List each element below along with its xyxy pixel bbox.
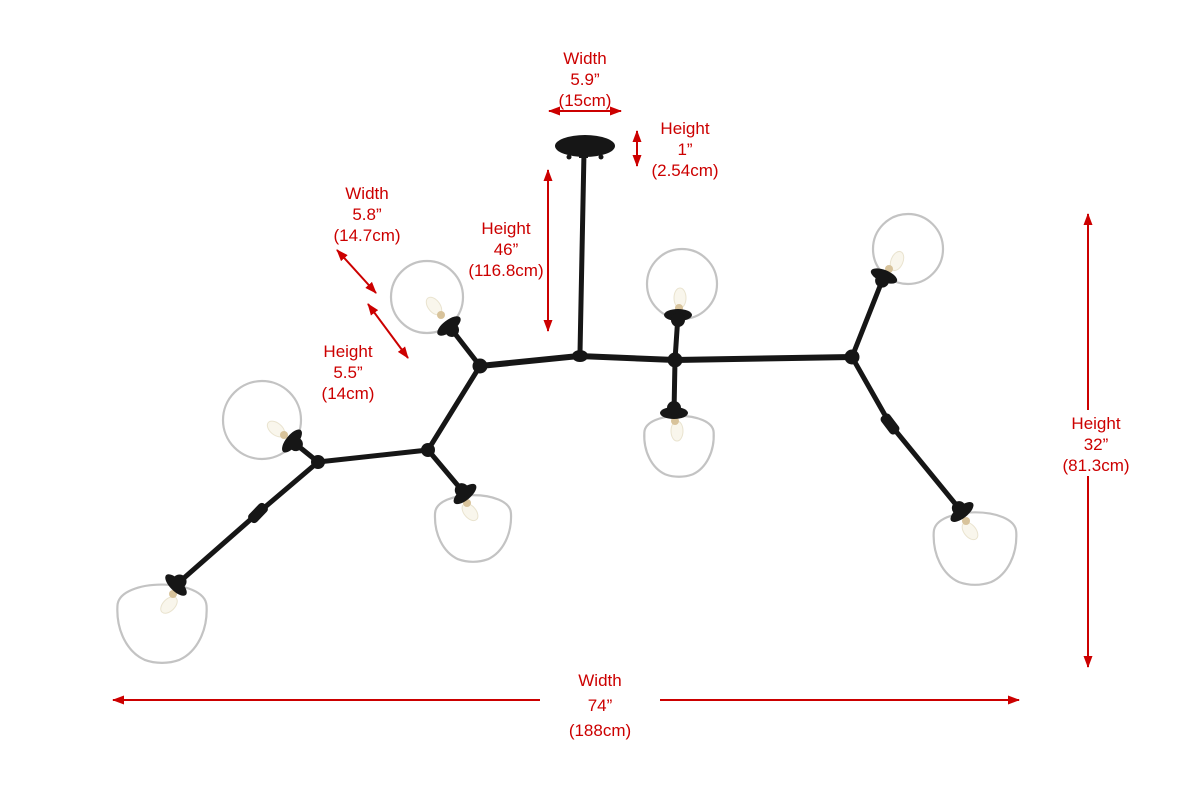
arm-joint (667, 352, 683, 368)
fixture-width-value-cm: (188cm) (569, 721, 631, 740)
canopy-screw (598, 154, 604, 160)
glass-globe (644, 416, 713, 477)
bulb-socket (870, 268, 898, 288)
globe-width-arrow (336, 249, 377, 294)
arm-coupler (880, 413, 900, 435)
dim-fixture-height: Height 32” (81.3cm) (1052, 213, 1142, 668)
arm-joint (844, 349, 860, 365)
canopy-height-label: Height (660, 119, 709, 138)
dim-canopy-width: Width 5.9” (15cm) (548, 49, 622, 116)
globe-height-label: Height (323, 342, 372, 361)
globe-width-value-cm: (14.7cm) (333, 226, 400, 245)
stem-mount (572, 350, 588, 362)
canopy-width-label: Width (563, 49, 606, 68)
globe-height-arrow (367, 303, 409, 359)
canopy-height-value-cm: (2.54cm) (651, 161, 718, 180)
ceiling-canopy (555, 135, 615, 160)
glass-globe (645, 247, 719, 321)
bulb-socket (950, 501, 974, 522)
canopy-height-value-in: 1” (677, 140, 692, 159)
dim-drop-height: Height 46” (116.8cm) (468, 169, 553, 332)
bulb-socket (453, 483, 477, 505)
glass-globe (934, 512, 1017, 585)
drop-height-value-in: 46” (494, 240, 519, 259)
bulb-socket (282, 429, 303, 453)
dim-globe-height: Height 5.5” (14cm) (322, 303, 409, 403)
globe-height-value-cm: (14cm) (322, 384, 375, 403)
globe-height-value-in: 5.5” (333, 363, 363, 382)
fixture-height-label: Height (1071, 414, 1120, 433)
fixture-width-value-in: 74” (588, 696, 613, 715)
globe-width-value-in: 5.8” (352, 205, 382, 224)
drop-height-value-cm: (116.8cm) (468, 261, 543, 280)
fixture-width-label: Width (578, 671, 621, 690)
dim-globe-width: Width 5.8” (14.7cm) (333, 184, 401, 294)
drop-height-label: Height (481, 219, 530, 238)
bulb-socket (437, 316, 461, 337)
canopy-screw (566, 154, 572, 160)
light-bulbs (160, 250, 979, 614)
canopy-width-value-in: 5.9” (570, 70, 600, 89)
dim-fixture-width: Width 74” (188cm) (112, 667, 1020, 745)
arm-joint (472, 358, 488, 374)
glass-globe (117, 585, 206, 663)
bulb-socket (664, 309, 692, 327)
bulb-sockets (165, 268, 974, 596)
fixture-height-value-cm: (81.3cm) (1062, 456, 1129, 475)
glass-globe (871, 212, 945, 286)
main-arm (477, 353, 855, 369)
chandelier-fixture (117, 135, 1016, 663)
fixture-height-value-in: 32” (1084, 435, 1109, 454)
bulb-socket (660, 401, 688, 419)
down-rod (577, 149, 587, 356)
dim-canopy-height: Height 1” (2.54cm) (632, 119, 719, 180)
glass-globes (117, 212, 1017, 663)
globe-width-label: Width (345, 184, 388, 203)
arm-coupler (248, 502, 268, 524)
glass-globe (435, 495, 511, 562)
arm-joint (311, 455, 325, 469)
canopy-width-value-cm: (15cm) (559, 91, 612, 110)
arm-joint (421, 443, 435, 457)
glass-globe (389, 259, 465, 335)
glass-globe (221, 379, 303, 461)
dimension-annotations: Width 5.9” (15cm) Height 1” (2.54cm) Wid… (112, 49, 1142, 745)
bulb-socket (165, 574, 187, 596)
